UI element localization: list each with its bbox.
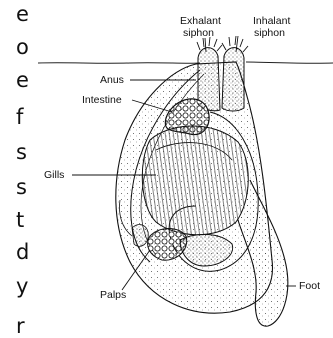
gills	[142, 126, 248, 235]
label-anus: Anus	[100, 74, 124, 86]
label-foot: Foot	[299, 280, 320, 292]
label-intestine: Intestine	[82, 94, 122, 106]
label-inhalant-siphon-line2: siphon	[254, 27, 285, 39]
label-gills: Gills	[44, 169, 64, 181]
sediment-surface-line	[38, 62, 333, 63]
label-palps: Palps	[100, 289, 126, 301]
label-exhalant-siphon-line1: Exhalant	[180, 15, 221, 27]
label-inhalant-siphon-line1: Inhalant	[253, 15, 290, 27]
inhalant-siphon	[222, 48, 244, 111]
label-exhalant-siphon-line2: siphon	[183, 27, 214, 39]
